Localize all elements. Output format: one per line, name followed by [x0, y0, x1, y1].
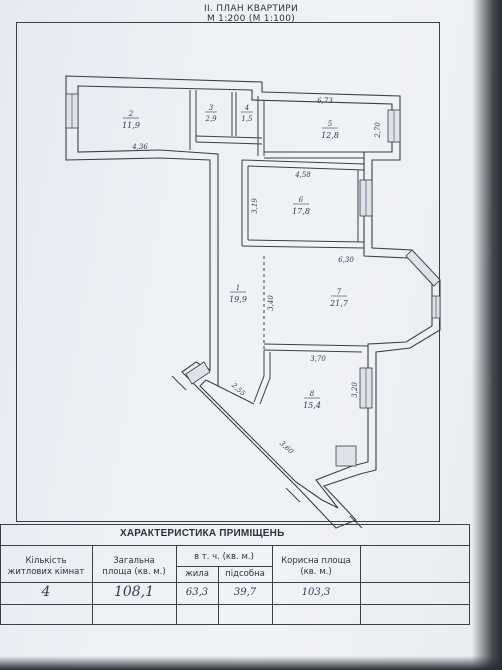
table-rule — [0, 524, 470, 525]
room-number: 5 — [328, 120, 333, 128]
plan-title: II. ПЛАН КВАРТИРИ — [204, 4, 298, 14]
room-area: 1,5 — [241, 115, 253, 123]
windows — [65, 93, 441, 467]
dimension-label: 6,30 — [338, 256, 354, 264]
room-area: 12,8 — [321, 131, 339, 140]
dimension-label: 2,70 — [374, 122, 382, 139]
room-number: 7 — [337, 288, 342, 296]
table-rule — [360, 545, 361, 625]
header-total-line1: Загальна — [113, 556, 155, 566]
window-hatching — [71, 94, 437, 408]
table-rule — [0, 624, 470, 625]
table-title: ХАРАКТЕРИСТИКА ПРИМІЩЕНЬ — [120, 528, 285, 539]
room-area: 19,9 — [229, 295, 247, 304]
table-rule — [0, 545, 470, 546]
header-useful-line2: (кв. м.) — [300, 567, 332, 577]
room-labels: 2 11,9 3 2,9 4 1,5 5 12,8 6 17,8 1 19,9 … — [122, 104, 349, 410]
dimension-label: 3,20 — [351, 382, 359, 398]
room-number: 6 — [299, 196, 304, 204]
table-rule — [0, 604, 470, 605]
dimension-ticks — [171, 375, 363, 529]
photo-edge-shadow — [472, 0, 502, 670]
dimension-label: 4,58 — [294, 171, 311, 179]
header-incl: в т. ч. (кв. м.) — [194, 552, 254, 562]
value-aux-area: 39,7 — [233, 587, 257, 598]
value-total-area: 108,1 — [113, 584, 155, 600]
room-area: 21,7 — [329, 299, 349, 308]
table-rule — [0, 524, 1, 625]
header-rooms-line2: житлових кімнат — [7, 567, 85, 577]
table-rule — [0, 582, 470, 583]
table-rule — [92, 545, 93, 625]
table-rule — [272, 545, 273, 625]
plan-frame — [16, 22, 440, 522]
value-rooms-count: 4 — [41, 584, 51, 600]
room-area: 2,9 — [204, 115, 217, 123]
value-living-area: 63,3 — [185, 587, 209, 598]
dimension-label: 3,40 — [267, 295, 275, 311]
table-rule — [176, 566, 272, 567]
room-number: 1 — [236, 284, 240, 292]
table-rule — [218, 566, 219, 625]
room-area: 11,9 — [122, 121, 140, 130]
dimension-label: 3,19 — [251, 198, 259, 214]
room-number: 3 — [209, 104, 214, 112]
room-area: 15,4 — [303, 401, 321, 410]
dimension-label: 3,60 — [278, 439, 295, 456]
interior-walls — [189, 90, 369, 405]
room-number: 2 — [128, 110, 134, 118]
room-area: 17,8 — [292, 207, 310, 216]
room-number: 4 — [244, 104, 249, 112]
value-useful-area: 103,3 — [301, 587, 331, 598]
header-useful-line1: Корисна площа — [281, 556, 351, 566]
dimension-label: 6,73 — [317, 97, 333, 105]
header-total-line2: площа (кв. м.) — [102, 567, 166, 577]
header-living: жила — [185, 569, 209, 579]
dimension-label: 2,55 — [229, 381, 247, 398]
photo-bottom-shadow — [0, 656, 502, 670]
header-aux: підсобна — [225, 569, 265, 579]
header-rooms-line1: Кількість — [25, 556, 67, 566]
dimension-label: 4,36 — [131, 143, 148, 151]
room-number: 8 — [310, 390, 315, 398]
table-rule — [469, 524, 470, 625]
table-rule — [176, 545, 177, 625]
dimension-label: 3,70 — [310, 355, 326, 363]
plan-scale: М 1:200 (М 1:100) — [206, 14, 296, 24]
